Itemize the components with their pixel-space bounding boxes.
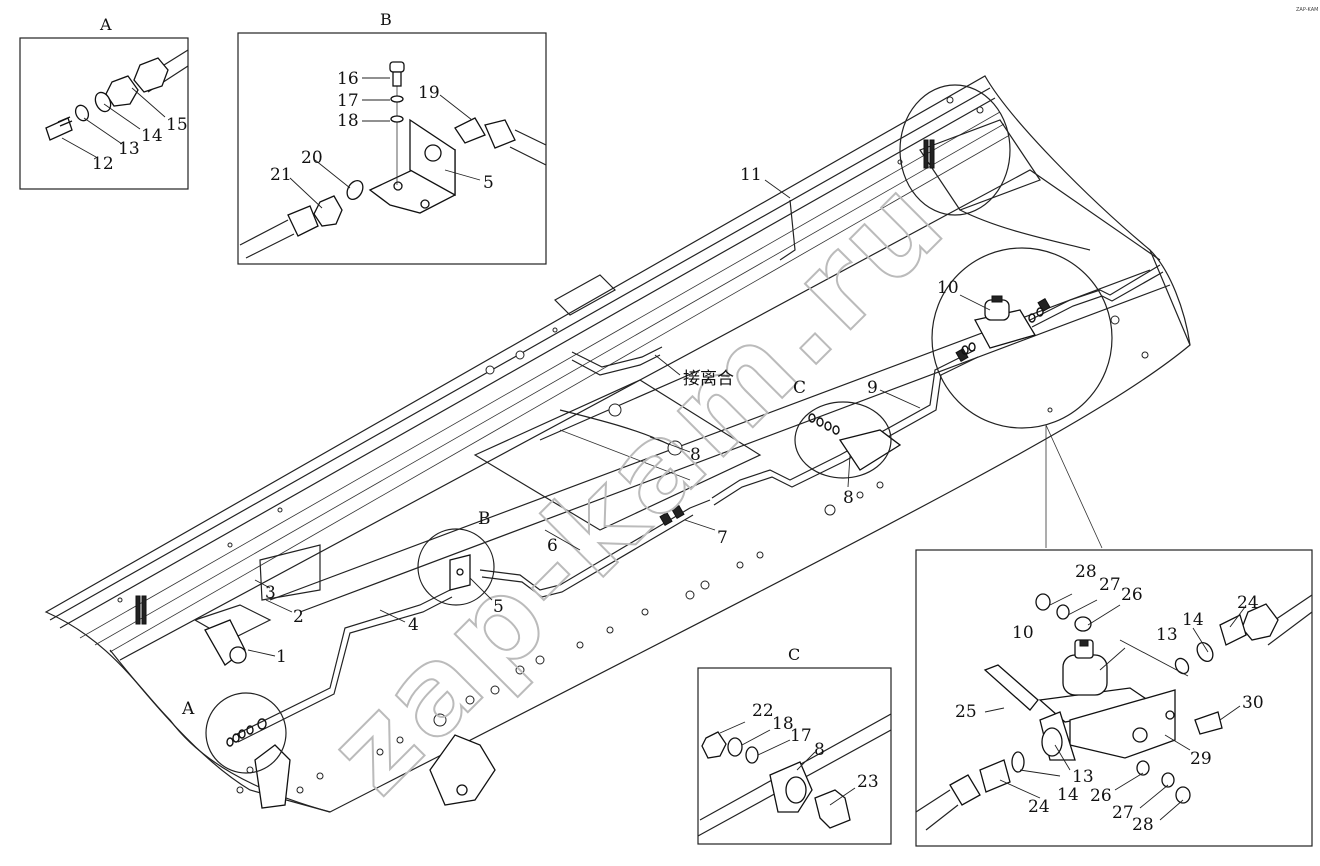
circle-label-a: A <box>181 699 195 719</box>
watermark: zap-kam.ru <box>302 150 972 820</box>
circle-a <box>205 692 287 774</box>
callout-d-26b: 26 <box>1090 786 1112 806</box>
detail-box-b: B <box>237 10 547 265</box>
callout-main-3: 3 <box>265 583 276 603</box>
callout-d-13b: 13 <box>1072 767 1094 787</box>
callout-main-5: 5 <box>493 597 504 617</box>
callout-main-9: 9 <box>867 378 878 398</box>
callout-main-1: 1 <box>276 647 287 667</box>
detail-box-c: C <box>697 645 892 845</box>
callout-c-8: 8 <box>814 740 825 760</box>
frame-holes <box>117 96 1149 794</box>
callout-d-25: 25 <box>955 702 977 722</box>
callout-b-17: 17 <box>337 91 359 111</box>
callout-d-24a: 24 <box>1237 593 1259 613</box>
spring-hanger-rear <box>429 734 496 806</box>
chassis-frame <box>44 75 1191 813</box>
callout-d-30: 30 <box>1242 693 1264 713</box>
callout-d-10: 10 <box>1012 623 1034 643</box>
clutch-connection-label: 接离合 <box>683 369 734 389</box>
callout-d-13a: 13 <box>1156 625 1178 645</box>
callout-c-17: 17 <box>790 726 812 746</box>
callout-b-19: 19 <box>418 83 440 103</box>
circle-label-c: C <box>793 378 806 398</box>
callout-main-11: 11 <box>740 165 762 185</box>
circle-c <box>794 401 892 479</box>
clutch-pipe-run <box>204 199 1164 743</box>
circle-hardware <box>226 307 1044 747</box>
callout-d-28a: 28 <box>1075 562 1097 582</box>
callout-d-14a: 14 <box>1182 610 1204 630</box>
callout-b-21: 21 <box>270 165 292 185</box>
callout-b-16: 16 <box>337 69 359 89</box>
callout-d-28b: 28 <box>1132 815 1154 835</box>
detail-circles <box>205 84 1113 774</box>
detail-b-header: B <box>380 10 392 29</box>
callout-b-20: 20 <box>301 148 323 168</box>
callout-c-18: 18 <box>772 714 794 734</box>
leader-lines <box>61 77 1246 821</box>
callout-d-27b: 27 <box>1112 803 1134 823</box>
callout-c-22: 22 <box>752 701 774 721</box>
spring-hanger-front <box>254 744 291 809</box>
detail-a-header: A <box>99 15 112 34</box>
callout-b-5: 5 <box>483 173 494 193</box>
callout-d-14b: 14 <box>1057 785 1079 805</box>
callout-main-8a: 8 <box>690 445 701 465</box>
callout-main-8b: 8 <box>843 488 854 508</box>
circle-valve <box>931 247 1113 429</box>
callout-main-7: 7 <box>717 528 728 548</box>
circle-b <box>417 528 495 606</box>
callout-main-4: 4 <box>408 615 419 635</box>
circle-label-b: B <box>478 509 491 529</box>
callout-a-12: 12 <box>92 154 114 174</box>
callout-a-13: 13 <box>118 139 140 159</box>
detail-c-header: C <box>788 645 800 664</box>
callout-b-18: 18 <box>337 111 359 131</box>
callout-main-10: 10 <box>937 278 959 298</box>
callout-d-26a: 26 <box>1121 585 1143 605</box>
callout-main-2: 2 <box>293 607 304 627</box>
detail-box-a: A <box>19 15 189 190</box>
callout-a-15: 15 <box>166 115 188 135</box>
callout-d-29: 29 <box>1190 749 1212 769</box>
brand-mark: ZAP-KAM <box>1296 7 1318 13</box>
callout-d-24b: 24 <box>1028 797 1050 817</box>
rail-clips <box>135 139 935 625</box>
callout-main-6: 6 <box>547 536 558 556</box>
callout-a-14: 14 <box>141 126 163 146</box>
callout-c-23: 23 <box>857 772 879 792</box>
callout-d-27a: 27 <box>1099 575 1121 595</box>
